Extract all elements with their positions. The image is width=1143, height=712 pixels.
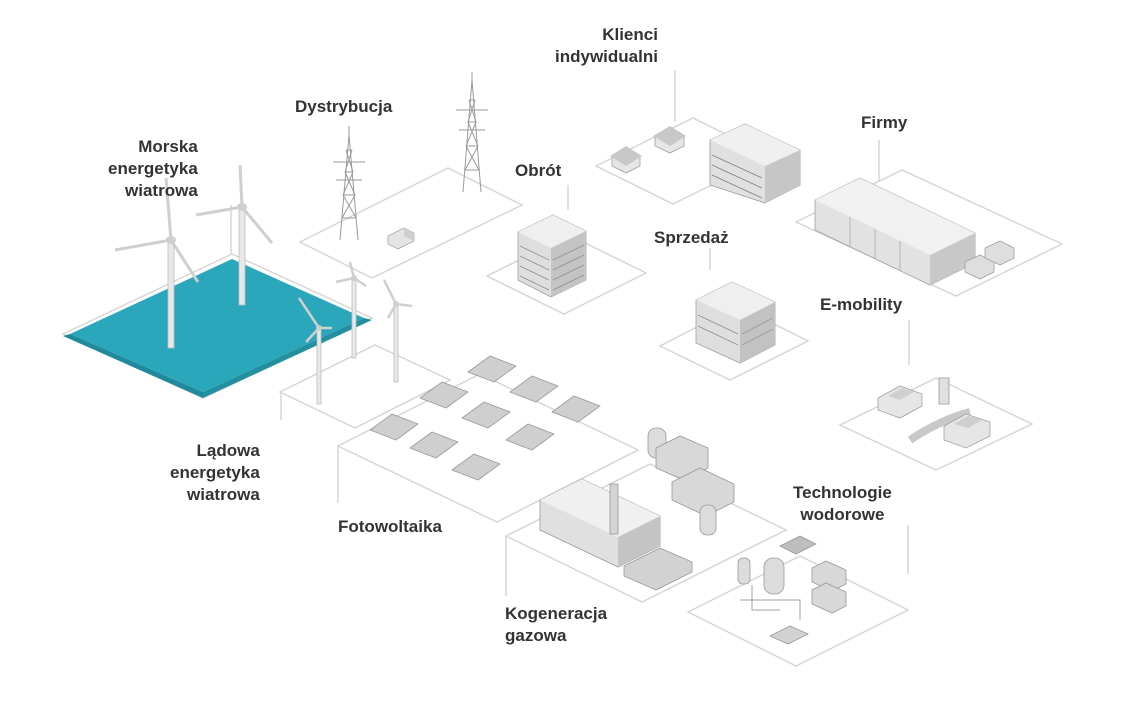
label-line: Sprzedaż	[654, 228, 729, 247]
office-building-icon	[517, 214, 587, 298]
label-individual-clients: Klienci indywidualni	[555, 24, 658, 68]
power-pylon-icon	[333, 126, 365, 241]
wind-turbine-icon	[335, 261, 367, 359]
label-line: E-mobility	[820, 295, 903, 314]
label-line: Technologie	[793, 483, 892, 502]
label-line: Kogeneracja	[505, 604, 608, 623]
wind-turbine-icon	[195, 164, 274, 306]
label-line: energetyka	[170, 463, 260, 482]
wind-turbine-icon	[297, 297, 332, 405]
label-line: indywidualni	[555, 47, 658, 66]
wind-turbine-icon	[382, 279, 413, 383]
electric-car-icon	[943, 413, 991, 449]
label-line: Firmy	[861, 113, 908, 132]
label-gas-cogeneration: Kogeneracja gazowa	[505, 603, 607, 647]
label-onshore-wind: Lądowa energetyka wiatrowa	[170, 440, 260, 506]
label-line: wiatrowa	[187, 485, 260, 504]
label-sales: Sprzedaż	[654, 227, 729, 249]
label-line: Obrót	[515, 161, 562, 180]
office-building-icon	[695, 281, 776, 364]
label-companies: Firmy	[861, 112, 907, 134]
charging-station-icon	[907, 377, 972, 444]
electric-car-icon	[877, 385, 923, 419]
label-line: Fotowoltaika	[338, 517, 442, 536]
platform-distribution	[298, 167, 524, 279]
label-e-mobility: E-mobility	[820, 294, 902, 316]
label-hydrogen-technologies: Technologie wodorowe	[793, 482, 892, 526]
house-icon	[610, 146, 642, 174]
label-distribution: Dystrybucja	[295, 96, 392, 118]
platform-hydrogen	[686, 555, 910, 667]
house-icon	[653, 126, 686, 154]
label-line: wiatrowa	[125, 181, 198, 200]
gas-plant-icon	[539, 427, 735, 591]
label-line: gazowa	[505, 626, 567, 645]
label-line: Lądowa	[196, 441, 260, 460]
label-line: Dystrybucja	[295, 97, 393, 116]
wind-turbine-icon	[114, 177, 200, 349]
label-line: Klienci	[602, 25, 658, 44]
van-icon	[387, 227, 415, 250]
warehouse-icon	[814, 177, 976, 286]
label-line: wodorowe	[800, 505, 885, 524]
platform-onshore	[278, 344, 452, 429]
solar-panel-icon	[369, 355, 601, 481]
power-pylon-icon	[456, 72, 488, 193]
label-trade: Obrót	[515, 160, 561, 182]
leader-lines	[230, 70, 910, 596]
label-line: energetyka	[108, 159, 198, 178]
hydrogen-plant-icon	[737, 535, 847, 645]
house-icon	[964, 240, 1015, 280]
office-building-icon	[709, 123, 801, 204]
label-line: Morska	[138, 137, 198, 156]
label-offshore-wind: Morska energetyka wiatrowa	[108, 136, 198, 202]
label-photovoltaics: Fotowoltaika	[338, 516, 442, 538]
sea-area	[61, 253, 374, 399]
